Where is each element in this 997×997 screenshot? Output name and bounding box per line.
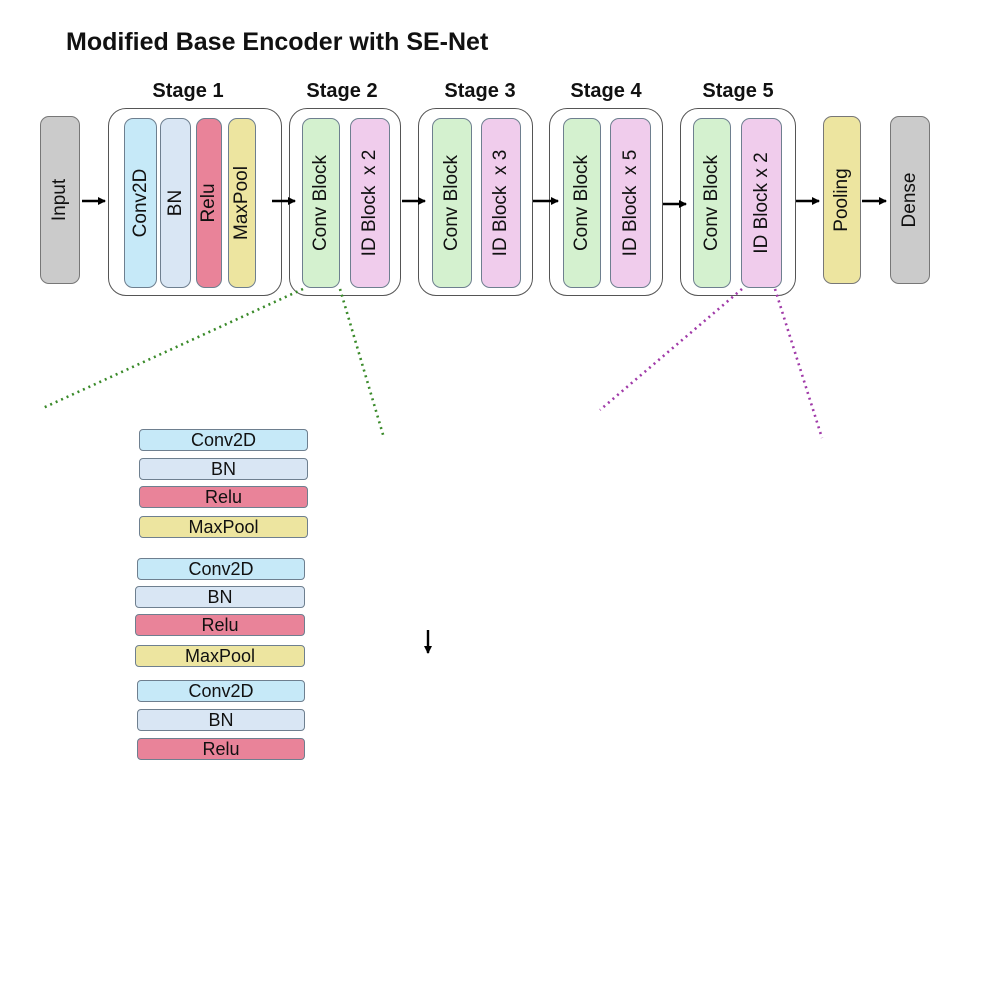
detail-conv2d-2: Conv2D <box>137 558 305 580</box>
zoom-line-green-left <box>42 287 304 410</box>
stage3-id-block: ID Block x 3 <box>481 118 521 288</box>
stage5-id-block: ID Block x 2 <box>741 118 782 288</box>
detail-maxpool-1: MaxPool <box>139 516 308 538</box>
stage-5-label: Stage 5 <box>702 80 774 102</box>
stage-4-label: Stage 4 <box>570 80 642 102</box>
stage1-relu-block: Relu <box>196 118 222 288</box>
detail-conv2d-1: Conv2D <box>139 429 308 451</box>
detail-conv2d-3: Conv2D <box>137 680 305 702</box>
stage2-id-block: ID Block x 2 <box>350 118 390 288</box>
stage2-conv-block: Conv Block <box>302 118 340 288</box>
stage-1-label: Stage 1 <box>152 80 224 102</box>
detail-maxpool-2: MaxPool <box>135 645 305 667</box>
detail-relu-1: Relu <box>139 486 308 508</box>
stage5-conv-block: Conv Block <box>693 118 731 288</box>
detail-bn-2: BN <box>135 586 305 608</box>
detail-relu-3: Relu <box>137 738 305 760</box>
zoom-line-purple-right <box>773 288 824 439</box>
stage1-bn-block: BN <box>160 118 191 288</box>
stage4-id-block: ID Block x 5 <box>610 118 651 288</box>
detail-relu-2: Relu <box>135 614 305 636</box>
detail-bn-3: BN <box>137 709 305 731</box>
zoom-line-purple-left <box>599 288 743 411</box>
stage-3-label: Stage 3 <box>444 80 516 102</box>
stage-2-label: Stage 2 <box>306 80 378 102</box>
stage1-maxpool-block: MaxPool <box>228 118 256 288</box>
input-block: Input <box>40 116 80 284</box>
pooling-block: Pooling <box>823 116 861 284</box>
dense-block: Dense <box>890 116 930 284</box>
detail-bn-1: BN <box>139 458 308 480</box>
diagram-title: Modified Base Encoder with SE-Net <box>66 28 489 56</box>
stage1-conv2d-block: Conv2D <box>124 118 157 288</box>
zoom-line-green-right <box>338 288 386 439</box>
stage4-conv-block: Conv Block <box>563 118 601 288</box>
stage3-conv-block: Conv Block <box>432 118 472 288</box>
